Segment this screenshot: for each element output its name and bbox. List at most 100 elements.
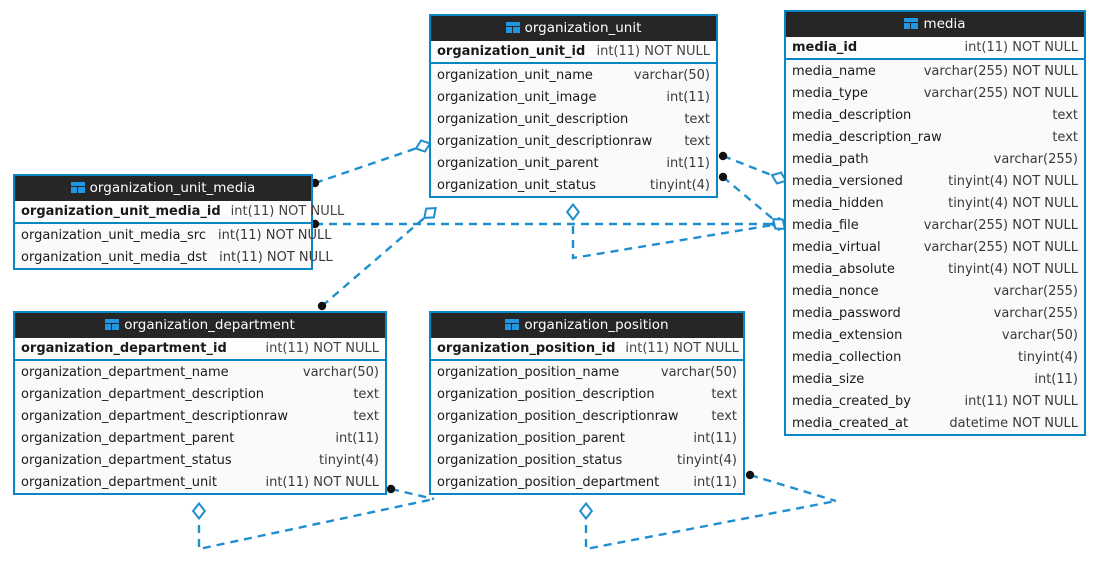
field-type: tinyint(4) xyxy=(676,452,737,468)
field-type: tinyint(4) NOT NULL xyxy=(948,195,1078,211)
relationship-organization_position-self-reference xyxy=(584,499,837,551)
relationship-organization_unit_media-to-organization_unit xyxy=(314,144,424,185)
field-name: media_versioned xyxy=(792,173,903,189)
field-type: int(11) NOT NULL xyxy=(230,203,345,219)
field-type: text xyxy=(353,408,379,424)
entity-organization_position[interactable]: organization_position organization_positi… xyxy=(429,311,745,495)
relationship-organization_department-to-organization_unit xyxy=(321,212,431,307)
field-name: organization_unit_description xyxy=(437,111,629,127)
entity-title: media xyxy=(923,16,966,32)
entity-header-media[interactable]: media xyxy=(786,12,1084,37)
field-type: text xyxy=(353,386,379,402)
relationship-organization_unit-to-media-parent xyxy=(722,176,780,225)
field-row[interactable]: organization_unit_description text xyxy=(431,108,716,130)
relationship-organization_unit-to-media-image xyxy=(722,154,780,180)
field-type: text xyxy=(684,111,710,127)
field-name: media_created_by xyxy=(792,393,911,409)
field-type: int(11) NOT NULL xyxy=(625,340,739,356)
field-type: varchar(255) NOT NULL xyxy=(923,63,1078,79)
field-name: media_virtual xyxy=(792,239,881,255)
table-icon xyxy=(105,319,120,330)
field-row[interactable]: organization_department_descriptionraw te… xyxy=(15,405,385,427)
table-icon xyxy=(904,18,919,29)
field-type: int(11) NOT NULL xyxy=(219,249,333,265)
table-icon xyxy=(70,182,85,193)
field-type: int(11) xyxy=(1034,371,1078,387)
entity-header-organization_position[interactable]: organization_position xyxy=(431,313,743,338)
field-type: int(11) NOT NULL xyxy=(265,474,379,490)
field-row[interactable]: media_size int(11) xyxy=(786,368,1084,390)
relationship-organization_unit-self-reference xyxy=(571,212,780,260)
organization_department-to-organization_position-dot-marker xyxy=(386,484,396,494)
entity-header-organization_unit_media[interactable]: organization_unit_media xyxy=(15,176,311,201)
table-icon xyxy=(505,22,520,33)
field-type: varchar(50) xyxy=(302,364,379,380)
field-name: organization_unit_parent xyxy=(437,155,599,171)
primary-key-row[interactable]: organization_department_id int(11) NOT NU… xyxy=(15,338,385,361)
field-type: int(11) NOT NULL xyxy=(265,340,379,356)
field-name: organization_position_parent xyxy=(437,430,625,446)
field-type: text xyxy=(711,386,737,402)
entity-header-organization_department[interactable]: organization_department xyxy=(15,313,385,338)
field-name: organization_department_descriptionraw xyxy=(21,408,288,424)
field-name: media_size xyxy=(792,371,865,387)
field-name: media_extension xyxy=(792,327,903,343)
field-name: organization_unit_id xyxy=(437,43,586,59)
field-name: organization_department_id xyxy=(21,340,227,356)
entity-title: organization_position xyxy=(524,317,669,333)
entity-header-organization_unit[interactable]: organization_unit xyxy=(431,16,716,41)
field-type: varchar(50) xyxy=(660,364,737,380)
field-type: tinyint(4) xyxy=(318,452,379,468)
field-name: organization_unit_image xyxy=(437,89,597,105)
field-name: media_description_raw xyxy=(792,129,942,145)
table-icon xyxy=(505,319,520,330)
organization_department-to-organization_unit-dot-marker xyxy=(317,301,327,311)
field-type: int(11) xyxy=(693,474,737,490)
field-name: media_file xyxy=(792,217,859,233)
